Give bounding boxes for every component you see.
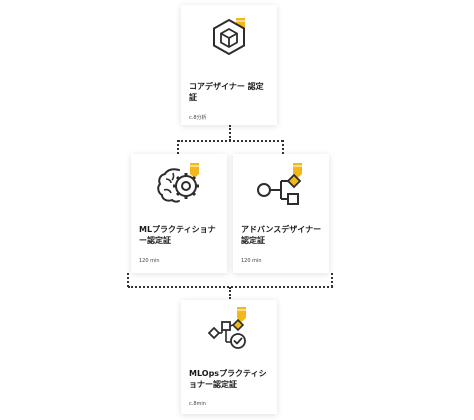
card-duration: c.8分析: [189, 115, 207, 121]
connector-top-horizontal: [178, 140, 283, 142]
connector-mid-left-rise: [127, 273, 129, 287]
connector-mid-vertical: [229, 287, 231, 299]
card-title: コアデザイナー 認定証: [189, 82, 264, 102]
card-title: MLOpsプラクティショナー認定証: [189, 369, 267, 389]
card-core-designer[interactable]: コアデザイナー 認定証 c.8分析: [181, 5, 277, 125]
flow-check-icon: [181, 300, 277, 370]
connector-top-left-drop: [177, 140, 179, 154]
cube-icon: [181, 5, 277, 75]
connector-mid-right-rise: [331, 273, 333, 287]
connector-top-right-drop: [282, 140, 284, 154]
card-title: アドバンスデザイナー認定証: [241, 225, 322, 245]
connector-top-vertical: [229, 125, 231, 141]
card-duration: 120 min: [139, 258, 160, 264]
card-ml-practitioner[interactable]: MLプラクティショナー認定証 120 min: [131, 154, 227, 273]
card-duration: 120 min: [241, 258, 262, 264]
card-mlops-practitioner[interactable]: MLOpsプラクティショナー認定証 c.8min: [181, 300, 277, 414]
card-title: MLプラクティショナー認定証: [139, 225, 216, 245]
card-advanced-designer[interactable]: アドバンスデザイナー認定証 120 min: [233, 154, 329, 273]
brain-gear-icon: [131, 154, 227, 224]
flow-shapes-icon: [233, 154, 329, 224]
card-duration: c.8min: [189, 401, 206, 407]
